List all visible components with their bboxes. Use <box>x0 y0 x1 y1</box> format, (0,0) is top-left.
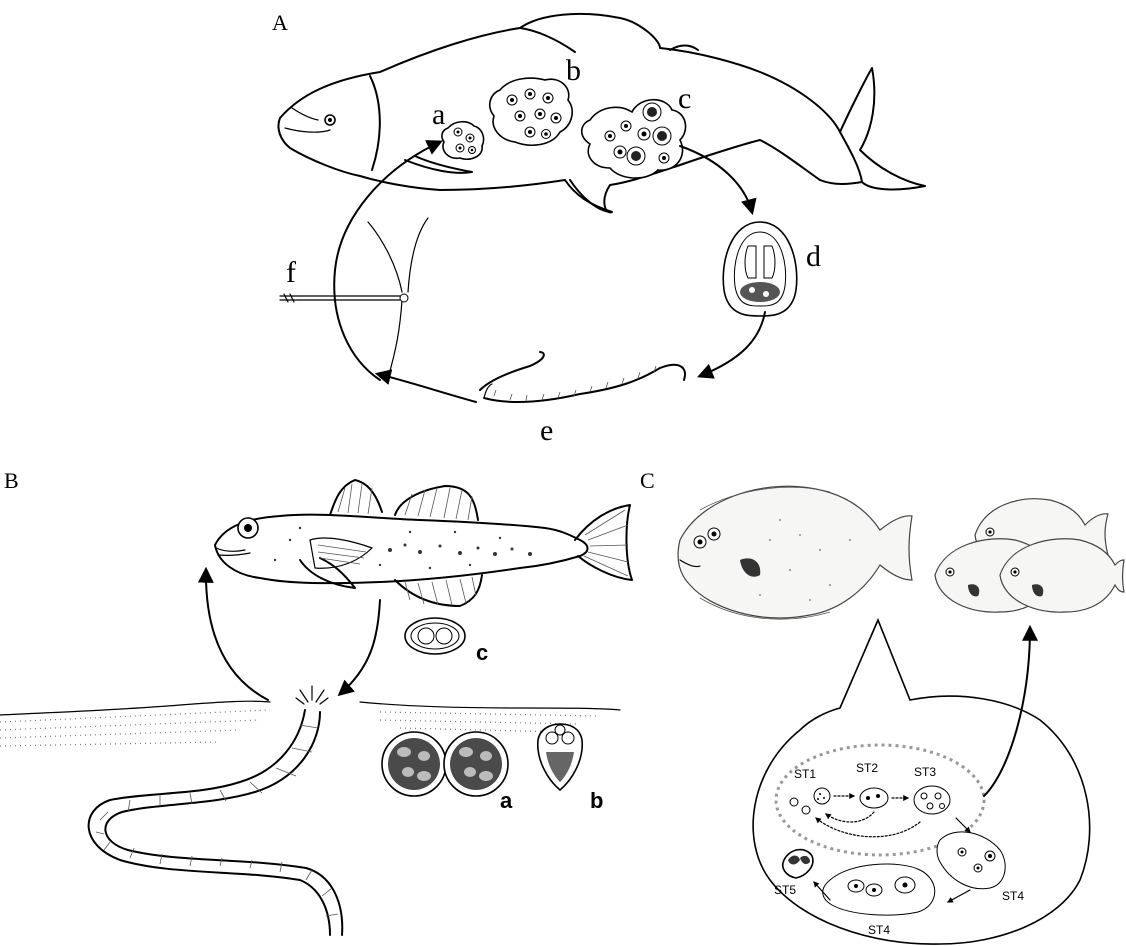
worm-e: e <box>480 352 685 447</box>
cyst-a: a <box>432 98 484 159</box>
panel-a-cycle-arrows <box>334 142 765 402</box>
panel-b: B <box>0 468 632 935</box>
stage-c-label-b: c <box>476 640 488 665</box>
stage-a-label: a <box>432 98 445 131</box>
oligochaete-worm <box>89 686 343 935</box>
panel-a-label: A <box>272 10 288 35</box>
spore-d: d <box>723 222 821 316</box>
st4-lower-label: ST4 <box>868 923 890 937</box>
stage-e-label: e <box>540 414 553 447</box>
magnified-bubble: ST1 ST2 ST3 <box>753 620 1090 944</box>
stage-b-label: b <box>566 54 581 87</box>
stage-d-label: d <box>806 240 821 273</box>
flatfish-school <box>935 499 1124 612</box>
st2-label: ST2 <box>856 761 878 775</box>
panel-a: A a <box>272 10 925 447</box>
spore-b: b <box>538 724 604 813</box>
panel-b-cycle-arrows <box>206 570 380 700</box>
cyst-b: b <box>490 54 581 145</box>
st3-label: ST3 <box>914 765 936 779</box>
st4-upper-label: ST4 <box>1002 889 1024 903</box>
st1-label: ST1 <box>794 767 816 781</box>
goby-illustration <box>215 480 632 606</box>
cyst-c: c <box>582 82 692 178</box>
spore-c: c <box>405 618 488 665</box>
panel-c: C <box>640 468 1124 944</box>
stage-a-label-b: a <box>500 788 513 813</box>
panel-c-label: C <box>640 468 655 493</box>
stage-f-label: f <box>286 256 296 289</box>
st5-label: ST5 <box>774 883 796 897</box>
flatfish-large <box>678 486 912 619</box>
stage-b-label-b: b <box>590 788 603 813</box>
pansporocyst-a: a <box>382 732 513 813</box>
sediment-surface <box>0 701 620 746</box>
panel-b-label: B <box>4 468 19 493</box>
stage-c-label: c <box>678 82 691 115</box>
